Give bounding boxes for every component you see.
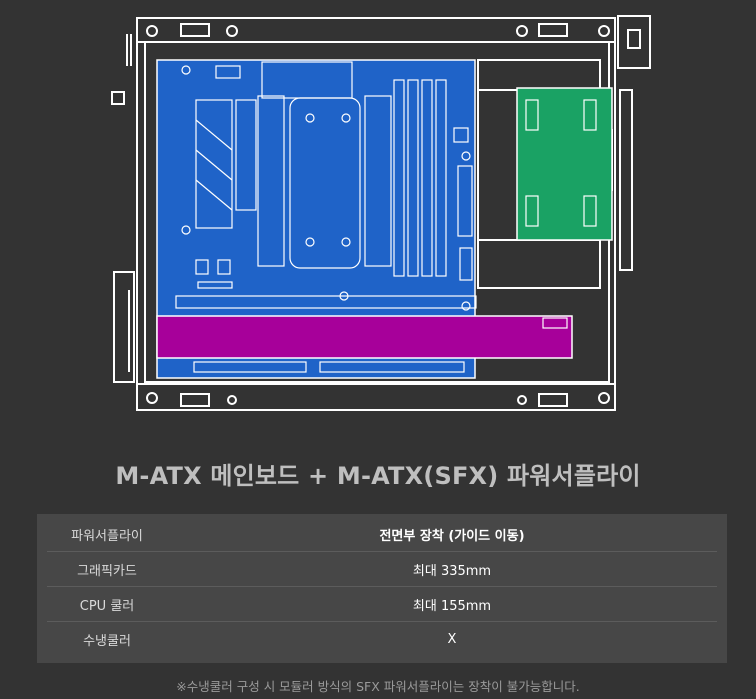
spec-label: CPU 쿨러 [79, 599, 135, 614]
spec-value: X [447, 632, 457, 647]
spec-table: 파워서플라이 전면부 장착 (가이드 이동) 그래픽카드 최대 335mm CP… [37, 514, 727, 663]
case-frame-icon [111, 15, 651, 411]
spec-label: 그래픽카드 [77, 564, 137, 579]
spec-label: 파워서플라이 [71, 529, 143, 544]
spec-value: 최대 335mm [412, 564, 492, 579]
page-title: M-ATX 메인보드 + M-ATX(SFX) 파워서플라이 [115, 462, 641, 490]
graphics-card-icon [156, 315, 573, 359]
power-supply-icon [516, 87, 613, 241]
spec-value: 최대 155mm [412, 599, 492, 614]
spec-value: 전면부 장착 (가이드 이동) [379, 529, 525, 544]
table-row: 그래픽카드 최대 335mm [37, 552, 727, 587]
footnote: ※수냉쿨러 구성 시 모듈러 방식의 SFX 파워서플라이는 장착이 불가능합니… [176, 679, 580, 694]
table-row: 수냉쿨러 X [37, 622, 727, 657]
case-layout-diagram [111, 15, 651, 411]
table-row: CPU 쿨러 최대 155mm [37, 587, 727, 622]
table-row: 파워서플라이 전면부 장착 (가이드 이동) [37, 517, 727, 552]
spec-label: 수냉쿨러 [83, 634, 131, 649]
